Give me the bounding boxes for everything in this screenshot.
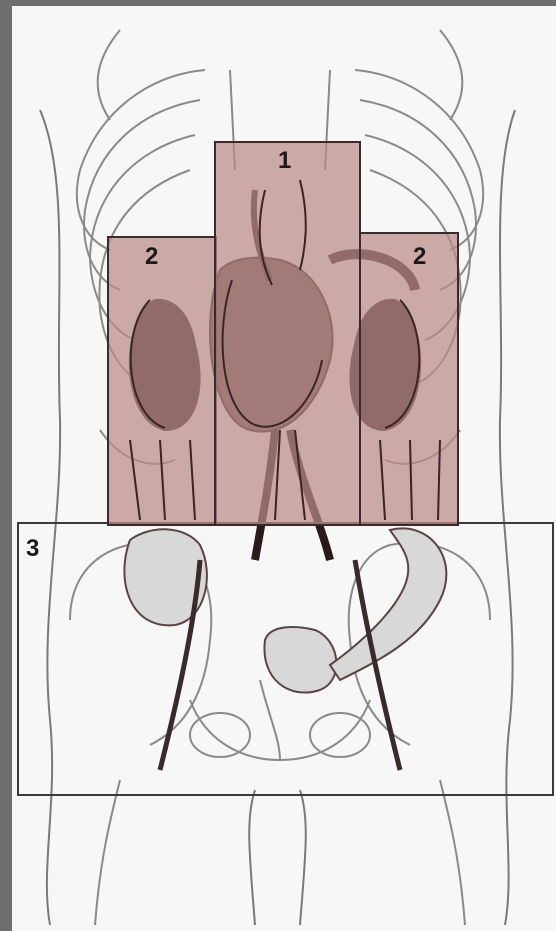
zone-1-box (215, 142, 360, 525)
zone-2-left-label: 2 (145, 243, 158, 270)
zone-2-right-label: 2 (413, 243, 426, 270)
zone-1-label: 1 (278, 147, 291, 174)
zone-3-label: 3 (26, 535, 39, 562)
zone-2-right-box (360, 233, 458, 525)
